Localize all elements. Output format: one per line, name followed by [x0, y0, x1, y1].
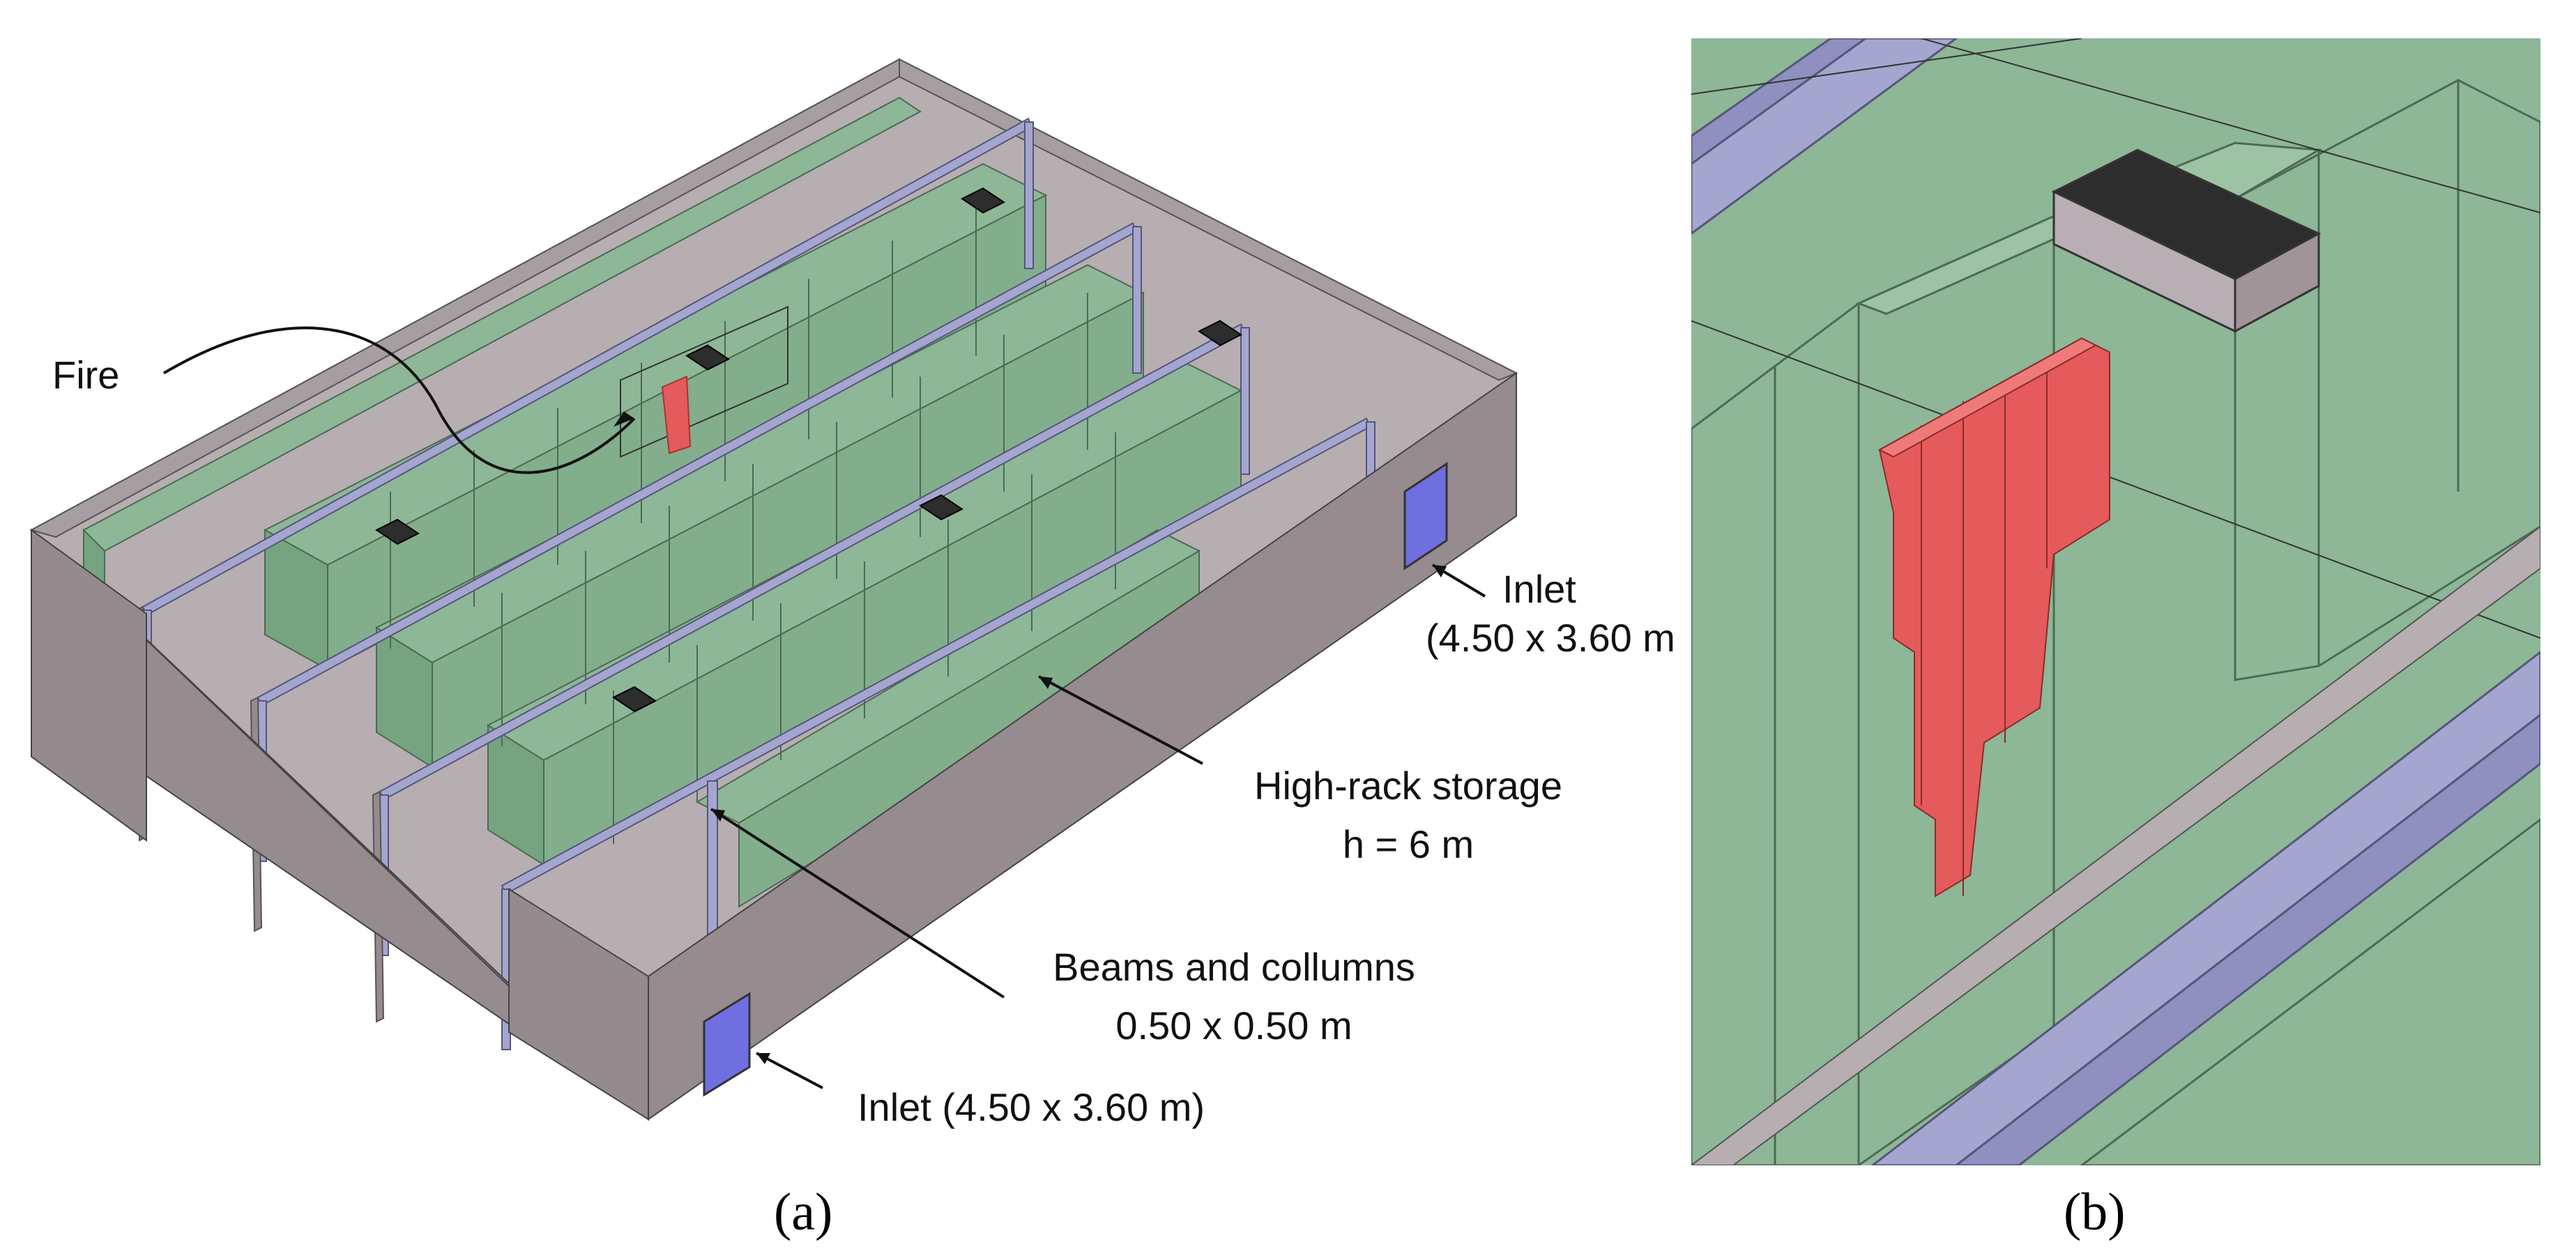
detectors	[375, 187, 1242, 713]
fire-plume	[1877, 337, 2110, 898]
label-beams-line2: 0.50 x 0.50 m	[1115, 1004, 1352, 1047]
label-inlet-right-line1: Inlet	[1502, 567, 1576, 611]
label-fire: Fire	[52, 353, 120, 397]
detector-closeup	[2051, 149, 2322, 333]
label-storage-line1: High-rack storage	[1254, 764, 1562, 808]
label-high-rack-storage: High-rack storage h = 6 m	[1241, 757, 1576, 874]
front-right-wall	[648, 372, 1517, 1121]
label-inlet-right: Inlet (4.50 x 3.60 m	[1426, 565, 1675, 663]
high-rack-storage	[82, 96, 1243, 908]
beams-and-columns	[142, 117, 1375, 1050]
label-storage-line2: h = 6 m	[1342, 822, 1474, 866]
label-inlet-bottom: Inlet (4.50 x 3.60 m)	[858, 1085, 1205, 1129]
annotation-arrows	[162, 326, 1486, 1089]
beam-bottom	[1870, 651, 2540, 1165]
label-beams-columns: Beams and collumns 0.50 x 0.50 m	[1025, 938, 1443, 1055]
panel-label-a: (a)	[774, 1183, 833, 1241]
inlet-right	[1403, 462, 1448, 570]
front-left-face	[31, 529, 147, 842]
warehouse-3d-model	[29, 58, 1518, 1121]
rack-divisions	[390, 199, 1116, 844]
grid-lines	[1691, 38, 2540, 639]
floor-strip	[1691, 525, 2540, 1165]
panel-label-b: (b)	[2064, 1183, 2126, 1241]
arrow-heads	[613, 411, 1447, 1064]
label-inlet-right-line2: (4.50 x 3.60 m	[1426, 616, 1675, 660]
inlet-bottom	[703, 992, 751, 1097]
label-beams-line1: Beams and collumns	[1053, 945, 1415, 989]
fire-closeup-view	[1691, 38, 2540, 1165]
right-wall-top	[899, 58, 1518, 381]
rack-lower-right	[2080, 818, 2540, 1165]
